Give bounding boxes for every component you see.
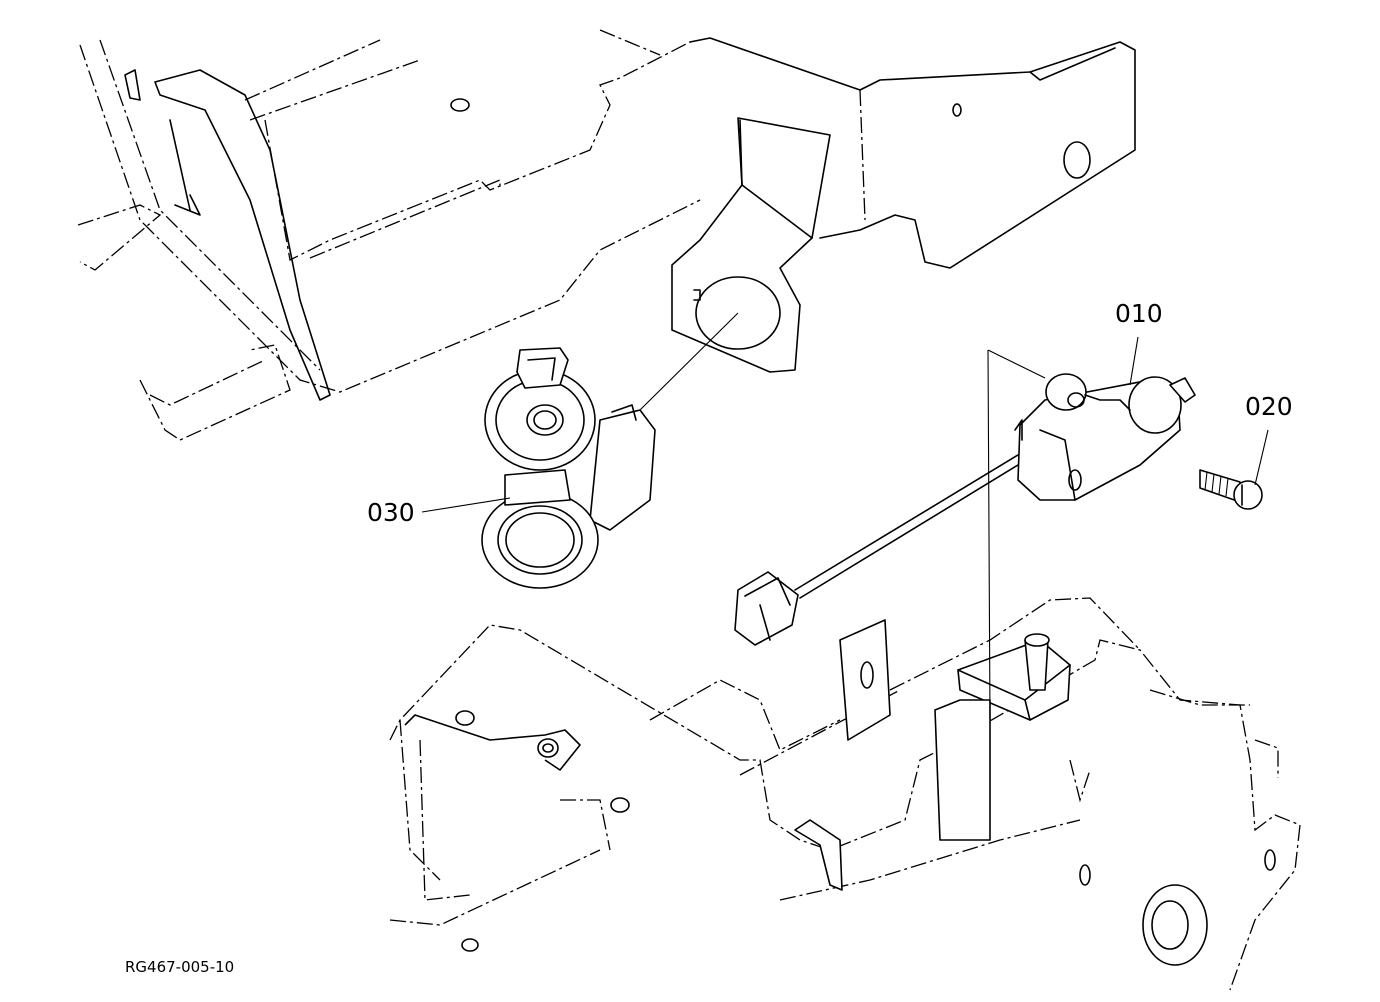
- leader-030-mount: [639, 312, 739, 411]
- upper-frame: [77, 29, 1136, 441]
- leader-030: [421, 497, 511, 513]
- left-bracket: [124, 69, 331, 401]
- part-010-switch: [734, 373, 1196, 646]
- part-030-socket: [481, 347, 656, 589]
- mounting-bracket: [671, 117, 831, 373]
- pin-block: [934, 633, 1071, 841]
- part-number-030: 030: [367, 498, 415, 527]
- part-number-010: 010: [1115, 299, 1163, 328]
- leader-010: [1129, 336, 1139, 386]
- leader-020: [1254, 429, 1269, 486]
- pin-plate: [839, 619, 891, 741]
- part-020-screw: [1199, 469, 1263, 510]
- diagram-reference-code: RG467-005-10: [125, 958, 234, 976]
- part-number-020: 020: [1245, 392, 1293, 421]
- phantom-line: [987, 349, 1046, 721]
